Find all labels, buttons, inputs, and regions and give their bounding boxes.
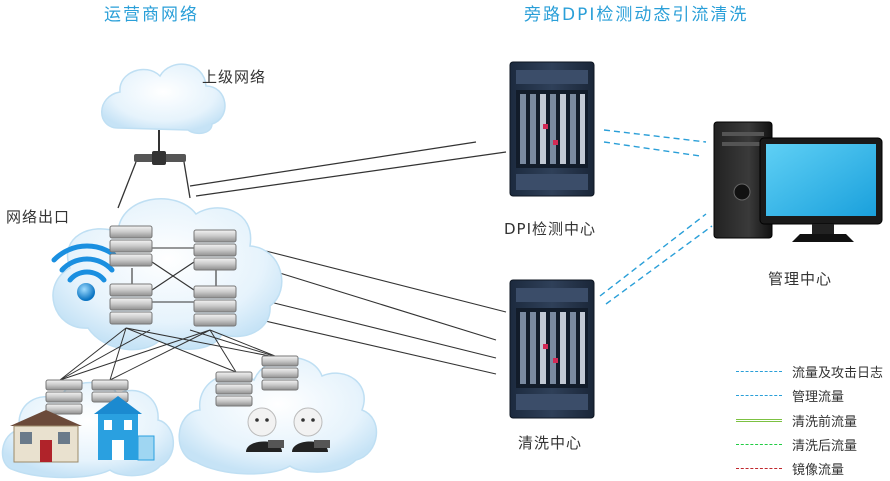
- building-icon: [94, 396, 155, 461]
- cleaning-center-label: 清洗中心: [518, 434, 583, 452]
- legend-swatch-management: [736, 394, 782, 396]
- legend-label: 清洗前流量: [792, 414, 858, 430]
- core-router-3: [109, 283, 153, 325]
- uplink-connector: [117, 130, 191, 209]
- legend-item: 清洗后流量: [736, 435, 858, 454]
- legend-swatch-logs: [736, 370, 782, 372]
- management-pc: [713, 121, 883, 242]
- bypass-dpi-header: 旁路DPI检测动态引流清洗: [524, 5, 749, 25]
- cleaning-rack: [509, 279, 595, 419]
- uplink-to-dpi-lines: [189, 141, 507, 197]
- management-links: [599, 129, 713, 305]
- legend-item: 管理流量: [736, 386, 845, 405]
- core-router-4: [193, 285, 237, 327]
- legend-label: 镜像流量: [792, 462, 845, 478]
- legend-item: 镜像流量: [736, 459, 845, 478]
- house-icon: [10, 410, 82, 463]
- residential-server: [45, 379, 129, 415]
- legend-item: 清洗前流量: [736, 411, 858, 430]
- core-router-1: [109, 225, 153, 267]
- upper-network-cloud: [101, 63, 226, 135]
- core-to-cleaning-lines: [251, 249, 507, 375]
- legend-swatch-mirror: [736, 467, 782, 469]
- core-mesh-lines: [131, 247, 217, 303]
- legend-label: 清洗后流量: [792, 438, 858, 454]
- legend-swatch-post-clean: [736, 443, 782, 445]
- downstream-lines: [59, 327, 281, 381]
- network-exit-label: 网络出口: [6, 208, 71, 226]
- legend-label: 流量及攻击日志: [792, 365, 884, 381]
- user-avatar-1: [246, 407, 284, 452]
- management-center-label: 管理中心: [768, 270, 833, 288]
- dpi-rack: [509, 61, 595, 197]
- upper-network-label: 上级网络: [202, 68, 267, 86]
- dpi-center-label: DPI检测中心: [504, 220, 597, 238]
- user-server-1: [215, 371, 253, 407]
- operator-network-header: 运营商网络: [104, 5, 199, 25]
- legend-item: 流量及攻击日志: [736, 362, 884, 381]
- core-router-2: [193, 229, 237, 271]
- legend-swatch-pre-clean: [736, 418, 782, 422]
- legend-label: 管理流量: [792, 389, 845, 405]
- user-avatar-2: [292, 407, 330, 452]
- user-server-2: [261, 355, 299, 391]
